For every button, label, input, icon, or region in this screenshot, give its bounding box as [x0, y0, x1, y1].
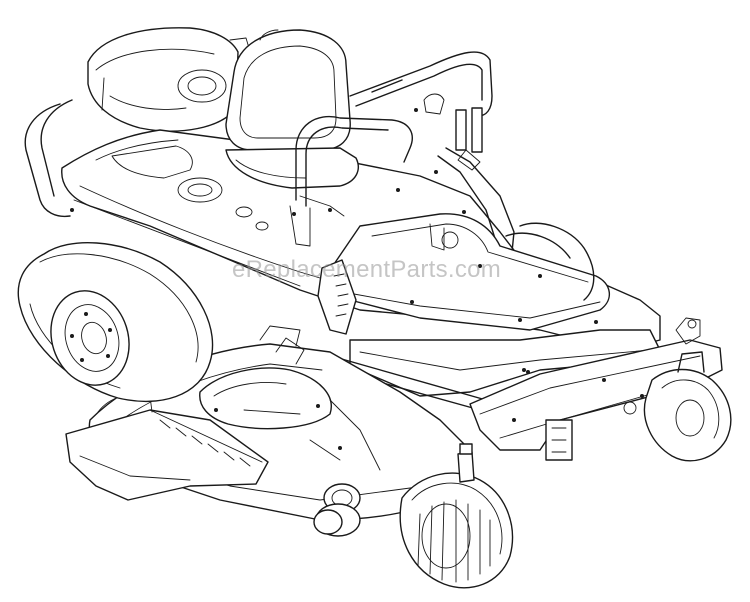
floor-pan	[329, 213, 610, 331]
rear-bumper-frame	[24, 99, 73, 218]
deck-gauge-rollers	[313, 483, 361, 537]
rear-drive-wheel	[17, 241, 214, 402]
front-cross-member	[469, 317, 723, 461]
steering-control-levers	[349, 51, 515, 253]
front-caster-wheel-right	[643, 351, 732, 462]
front-caster-wheel-left	[399, 443, 514, 589]
height-of-cut-plate	[317, 259, 357, 335]
fasteners	[70, 108, 530, 374]
operator-seat	[225, 29, 359, 189]
rear-right-wheel	[505, 222, 595, 301]
seat-armrest	[295, 116, 413, 207]
discharge-chute	[65, 394, 269, 501]
seat-support-bracket	[289, 195, 345, 247]
